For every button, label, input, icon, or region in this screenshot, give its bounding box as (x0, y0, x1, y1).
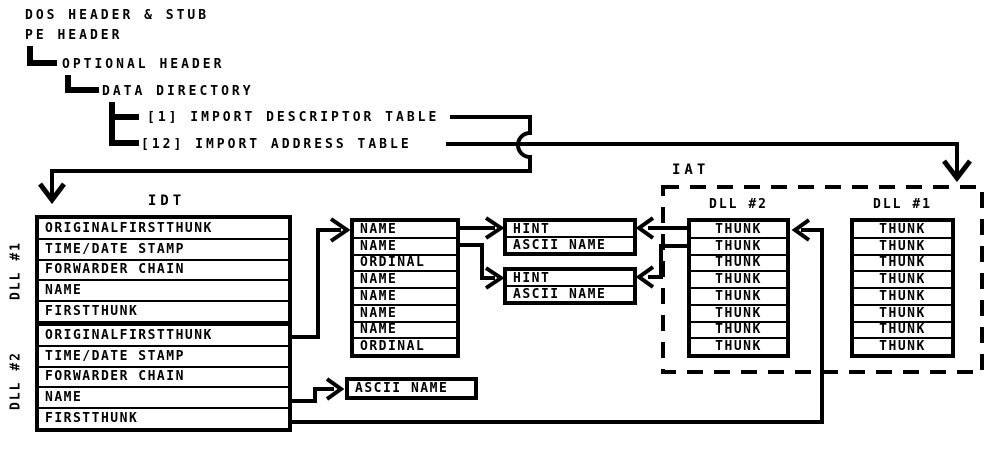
wire-name1-to-hint1 (460, 216, 505, 240)
table-row: NAME (360, 222, 398, 237)
arrow-down-idt (38, 182, 66, 205)
table-row: THUNK (691, 303, 786, 321)
table-row: NAME (354, 320, 456, 337)
tree-import-address-table: [12] IMPORT ADDRESS TABLE (141, 137, 412, 152)
wire-descriptor-to-idt (38, 115, 532, 205)
wire-thunk1-to-hint1 (635, 216, 687, 240)
iat-title: IAT (672, 162, 710, 178)
ascii-name-label: ASCII NAME (355, 381, 449, 396)
wire-name-to-ascii (292, 377, 345, 403)
table-row: HINT (513, 271, 551, 285)
table-row: THUNK (691, 253, 786, 270)
table-row: THUNK (691, 287, 786, 304)
arrow-left-hint1 (635, 216, 655, 240)
arrow-left-hint2 (635, 265, 655, 289)
table-row: THUNK (691, 236, 786, 254)
table-row: THUNK (879, 222, 926, 237)
tree-import-descriptor-table: [1] IMPORT DESCRIPTOR TABLE (147, 110, 440, 125)
table-row: FIRSTTHUNK (39, 300, 288, 321)
table-row: THUNK (691, 270, 786, 287)
arrow-right-ascii (325, 377, 345, 401)
arrow-down-iat (942, 159, 972, 183)
ascii-name-box: ASCII NAME (345, 377, 478, 400)
table-row: ASCII NAME (507, 285, 633, 301)
arrow-right-hint1 (484, 216, 505, 240)
tree-optional-header: OPTIONAL HEADER (62, 57, 225, 72)
table-row: NAME (354, 303, 456, 321)
table-row: THUNK (854, 270, 951, 287)
wire-oft-to-name-table (292, 217, 351, 339)
table-row: TIME/DATE STAMP (39, 344, 288, 366)
table-row: TIME/DATE STAMP (39, 237, 288, 259)
iat-dll1-header: DLL #1 (873, 197, 932, 212)
wire-thunk2-to-hint2 (635, 244, 687, 289)
table-row: ORDINAL (354, 253, 456, 270)
tree-dos-header-stub: DOS HEADER & STUB (25, 8, 210, 23)
idt-dll1-side-label: DLL #1 (8, 241, 24, 300)
table-row: ORDINAL (354, 337, 456, 354)
idt-dll2-side-label: DLL #2 (8, 351, 24, 410)
table-row: THUNK (691, 320, 786, 337)
wire-firstthunk-to-thunk (292, 218, 824, 424)
table-row: THUNK (854, 320, 951, 337)
table-row: FORWARDER CHAIN (39, 365, 288, 387)
table-row: HINT (513, 222, 551, 236)
idt-title: IDT (147, 193, 186, 209)
table-row: THUNK (691, 337, 786, 354)
arrow-right-hint2 (484, 266, 505, 290)
table-row: ORIGINALFIRSTTHUNK (45, 327, 213, 343)
tree-data-directory: DATA DIRECTORY (102, 84, 254, 99)
table-row: ASCII NAME (507, 236, 633, 252)
table-row: NAME (354, 236, 456, 254)
table-row: NAME (39, 279, 288, 300)
arrow-left-thunk (791, 218, 811, 242)
wire-name2-to-hint2 (460, 243, 505, 290)
table-row: THUNK (715, 222, 762, 237)
table-row: THUNK (854, 337, 951, 354)
tree-connectors (27, 46, 139, 146)
table-row: THUNK (854, 236, 951, 254)
table-row: THUNK (854, 253, 951, 270)
table-row: THUNK (854, 303, 951, 321)
iat-dll2-header: DLL #2 (709, 197, 768, 212)
table-row: NAME (354, 270, 456, 287)
table-row: NAME (39, 386, 288, 407)
wire-address-to-iat (446, 142, 972, 183)
arrow-right-name-table (329, 217, 351, 243)
table-row: NAME (354, 287, 456, 304)
tree-pe-header: PE HEADER (25, 28, 123, 43)
table-row: FIRSTTHUNK (39, 407, 288, 428)
table-row: ORIGINALFIRSTTHUNK (45, 220, 213, 236)
table-row: FORWARDER CHAIN (39, 258, 288, 280)
table-row: THUNK (854, 287, 951, 304)
